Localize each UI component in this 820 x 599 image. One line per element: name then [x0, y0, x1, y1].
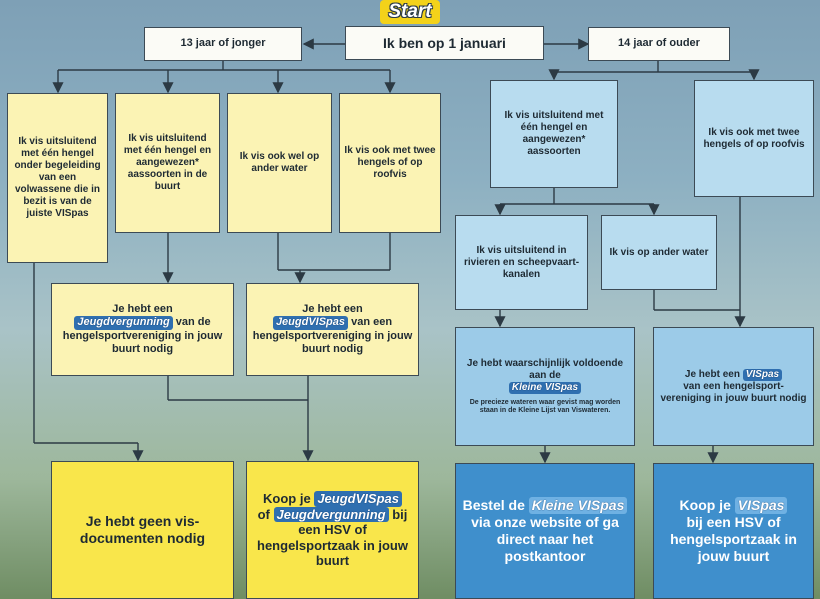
- vispas-badge-2: VISpas: [734, 497, 788, 515]
- kleine-vispas-badge: Kleine VISpas: [508, 381, 582, 394]
- young-result-2-post: bij een HSV of hengelsportzaak in jouw b…: [257, 506, 408, 569]
- old-result-2-post: bij een HSV of hengelsportzaak in jouw b…: [670, 514, 797, 564]
- old-need-1-note: De precieze wateren waar gevist mag word…: [469, 398, 621, 414]
- start-label: Start: [380, 0, 440, 24]
- young-option-3: Ik vis ook wel op ander water: [227, 93, 332, 233]
- old-option-1-text: Ik vis uitsluitend met één hengel en aan…: [504, 110, 604, 157]
- vispas-badge: VISpas: [742, 368, 783, 381]
- old-need-1-pre: Je hebt waarschijnlijk voldoende aan de: [466, 357, 624, 381]
- old-sub-option-2: Ik vis op ander water: [601, 215, 717, 290]
- jeugdvispas-badge: JeugdVISpas: [272, 316, 349, 330]
- center-question: Ik ben op 1 januari: [345, 26, 544, 60]
- old-result-1: Bestel de Kleine VISpas via onze website…: [455, 463, 635, 599]
- old-option-2-text: Ik vis ook met twee hengels of op roofvi…: [703, 126, 805, 150]
- young-option-2: Ik vis uitsluitend met één hengel en aan…: [115, 93, 220, 233]
- young-result-2: Koop je JeugdVISpas of Jeugdvergunning b…: [246, 461, 419, 599]
- young-option-4: Ik vis ook met twee hengels of op roofvi…: [339, 93, 441, 233]
- young-option-1: Ik vis uitsluitend met één hengel onder …: [7, 93, 108, 263]
- young-need-2-post: van een hengelsportvereniging in jouw bu…: [252, 316, 413, 355]
- young-need-2: Je hebt een JeugdVISpas van een hengelsp…: [246, 283, 419, 376]
- young-need-1: Je hebt een Jeugdvergunning van de henge…: [51, 283, 234, 376]
- jeugdvergunning-badge: Jeugdvergunning: [74, 316, 173, 330]
- jeugdvispas-badge-2: JeugdVISpas: [314, 491, 402, 507]
- young-need-1-post: van de hengelsportvereniging in jouw buu…: [62, 316, 223, 355]
- old-sub-option-1: Ik vis uitsluitend in rivieren en scheep…: [455, 215, 588, 310]
- old-result-1-post: via onze website of ga direct naar het p…: [471, 514, 619, 564]
- age-old-label: 14 jaar of ouder: [588, 27, 730, 61]
- age-young-label: 13 jaar of jonger: [144, 27, 302, 61]
- old-need-2: Je hebt een VISpas van een hengelsport-v…: [653, 327, 814, 446]
- old-result-2-pre: Koop je: [679, 497, 731, 514]
- jeugdvergunning-badge-2: Jeugdvergunning: [273, 506, 389, 523]
- young-result-2-pre: Koop je: [263, 491, 311, 507]
- old-result-2: Koop je VISpas bij een HSV of hengelspor…: [653, 463, 814, 599]
- young-result-1: Je hebt geen vis-documenten nodig: [51, 461, 234, 599]
- old-sub-option-1-text: Ik vis uitsluitend in rivieren en scheep…: [463, 244, 580, 280]
- young-result-2-mid: of: [257, 506, 270, 522]
- old-sub-option-2-text: Ik vis op ander water: [609, 246, 709, 258]
- old-need-2-post: van een hengelsport-vereniging in jouw b…: [660, 380, 807, 404]
- young-need-1-pre: Je hebt een: [112, 303, 173, 316]
- old-result-1-pre: Bestel de: [462, 497, 525, 514]
- kleine-vispas-badge-2: Kleine VISpas: [528, 497, 628, 515]
- young-need-2-pre: Je hebt een: [302, 303, 363, 316]
- old-option-2: Ik vis ook met twee hengels of op roofvi…: [694, 80, 814, 197]
- old-need-1: Je hebt waarschijnlijk voldoende aan de …: [455, 327, 635, 446]
- old-need-2-pre: Je hebt een: [684, 368, 740, 380]
- old-option-1: Ik vis uitsluitend met één hengel en aan…: [490, 80, 618, 188]
